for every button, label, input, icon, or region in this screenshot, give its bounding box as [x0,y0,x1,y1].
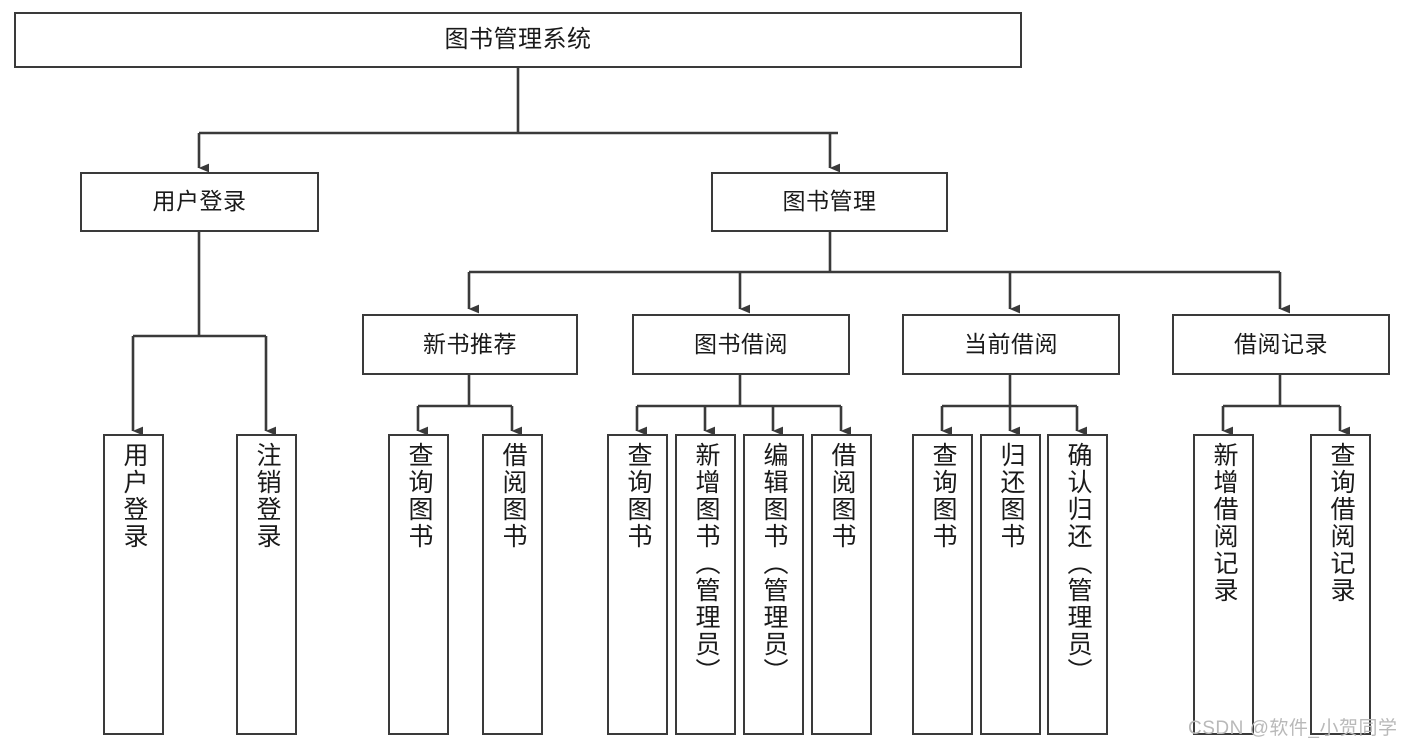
node-label: 注销登录 [253,442,281,550]
node-label: 图书管理 [782,188,877,215]
node-label: 查询借阅记录 [1327,442,1355,604]
leaf-current-borrow-return-book[interactable]: 归还图书 [980,434,1041,735]
node-current-borrow[interactable]: 当前借阅 [902,314,1120,375]
node-label: 查询图书 [624,442,652,550]
node-label: 图书管理系统 [444,25,592,53]
leaf-book-borrow-query-book[interactable]: 查询图书 [607,434,668,735]
node-label: 借阅图书 [828,442,856,550]
node-label: 用户登录 [152,188,247,215]
node-label: 新增借阅记录 [1210,442,1238,604]
leaf-new-book-borrow-book[interactable]: 借阅图书 [482,434,543,735]
leaf-current-borrow-confirm-return-admin[interactable]: 确认归还（管理员） [1047,434,1108,735]
node-label: 新书推荐 [423,330,517,357]
leaf-book-borrow-edit-book-admin[interactable]: 编辑图书（管理员） [743,434,804,735]
leaf-book-borrow-borrow-book[interactable]: 借阅图书 [811,434,872,735]
node-root-system[interactable]: 图书管理系统 [14,12,1022,68]
node-label: 借阅记录 [1234,330,1328,357]
csdn-watermark: CSDN @软件_小贺同学 [1188,718,1398,739]
node-label: 确认归还（管理员） [1064,442,1092,685]
leaf-borrow-record-query-record[interactable]: 查询借阅记录 [1310,434,1371,735]
node-label: 查询图书 [929,442,957,550]
node-user-login[interactable]: 用户登录 [80,172,319,232]
leaf-current-borrow-query-book[interactable]: 查询图书 [912,434,973,735]
node-book-borrow[interactable]: 图书借阅 [632,314,850,375]
node-label: 新增图书（管理员） [692,442,720,685]
leaf-borrow-record-add-record[interactable]: 新增借阅记录 [1193,434,1254,735]
node-label: 图书借阅 [694,330,788,357]
node-label: 查询图书 [405,442,433,550]
leaf-user-login-logout[interactable]: 注销登录 [236,434,297,735]
leaf-user-login-login[interactable]: 用户登录 [103,434,164,735]
node-book-management[interactable]: 图书管理 [711,172,948,232]
node-new-book-recommend[interactable]: 新书推荐 [362,314,578,375]
leaf-new-book-query-book[interactable]: 查询图书 [388,434,449,735]
node-label: 借阅图书 [499,442,527,550]
node-label: 用户登录 [120,442,148,550]
leaf-book-borrow-add-book-admin[interactable]: 新增图书（管理员） [675,434,736,735]
node-borrow-record[interactable]: 借阅记录 [1172,314,1390,375]
node-label: 当前借阅 [964,330,1058,357]
node-label: 归还图书 [997,442,1025,550]
node-label: 编辑图书（管理员） [760,442,788,685]
